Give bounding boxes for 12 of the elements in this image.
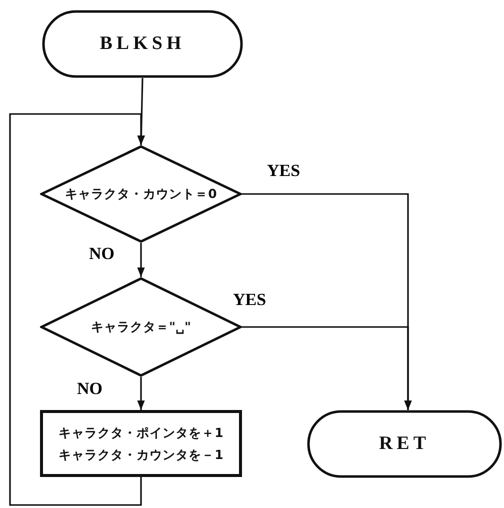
arrow bbox=[242, 326, 412, 410]
terminal-label: RET bbox=[378, 433, 430, 455]
arrow bbox=[137, 243, 145, 277]
process-text: キャラクタ・ポインタを＋1 bbox=[58, 424, 224, 442]
condition-text: キャラクタ＝"␣" bbox=[91, 318, 191, 336]
condition-text: キャラクタ・カウント＝0 bbox=[65, 185, 217, 203]
decision-diamond bbox=[40, 145, 242, 243]
terminal-label: BLKSH bbox=[100, 33, 186, 55]
process-text: キャラクタ・カウンタを－1 bbox=[58, 446, 224, 464]
arrow bbox=[9, 113, 145, 506]
process-box bbox=[40, 410, 242, 477]
arrow bbox=[137, 377, 145, 410]
